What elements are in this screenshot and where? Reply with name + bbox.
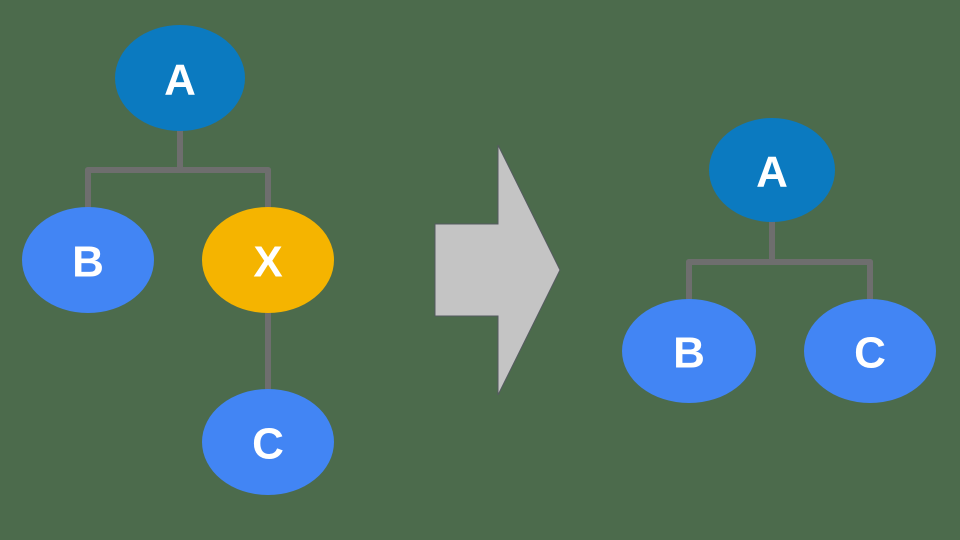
after-node-a-label: A bbox=[756, 148, 788, 197]
after-tree-group: A B C bbox=[622, 118, 936, 403]
after-node-a-shape bbox=[709, 118, 835, 222]
after-node-c-shape bbox=[804, 299, 936, 403]
before-edge-a-children bbox=[85, 125, 271, 215]
after-node-b-shape bbox=[622, 299, 756, 403]
before-node-b-label: B bbox=[72, 238, 104, 287]
before-node-b[interactable]: B bbox=[22, 207, 154, 313]
before-node-c-shape bbox=[202, 389, 334, 495]
after-node-c-label: C bbox=[854, 329, 886, 378]
before-node-b-shape bbox=[22, 207, 154, 313]
before-node-a[interactable]: A bbox=[115, 25, 245, 131]
after-node-a[interactable]: A bbox=[709, 118, 835, 222]
before-node-x[interactable]: X bbox=[202, 207, 334, 313]
after-edge-a-children bbox=[686, 217, 873, 307]
after-node-b-label: B bbox=[673, 329, 705, 378]
before-node-a-label: A bbox=[164, 56, 196, 105]
before-node-c[interactable]: C bbox=[202, 389, 334, 495]
after-node-c[interactable]: C bbox=[804, 299, 936, 403]
before-node-x-shape bbox=[202, 207, 334, 313]
before-node-x-label: X bbox=[253, 238, 282, 287]
right-arrow-icon bbox=[434, 144, 561, 396]
after-node-b[interactable]: B bbox=[622, 299, 756, 403]
before-tree-group: A B X C bbox=[22, 25, 334, 495]
before-node-c-label: C bbox=[252, 420, 284, 469]
before-node-a-shape bbox=[115, 25, 245, 131]
